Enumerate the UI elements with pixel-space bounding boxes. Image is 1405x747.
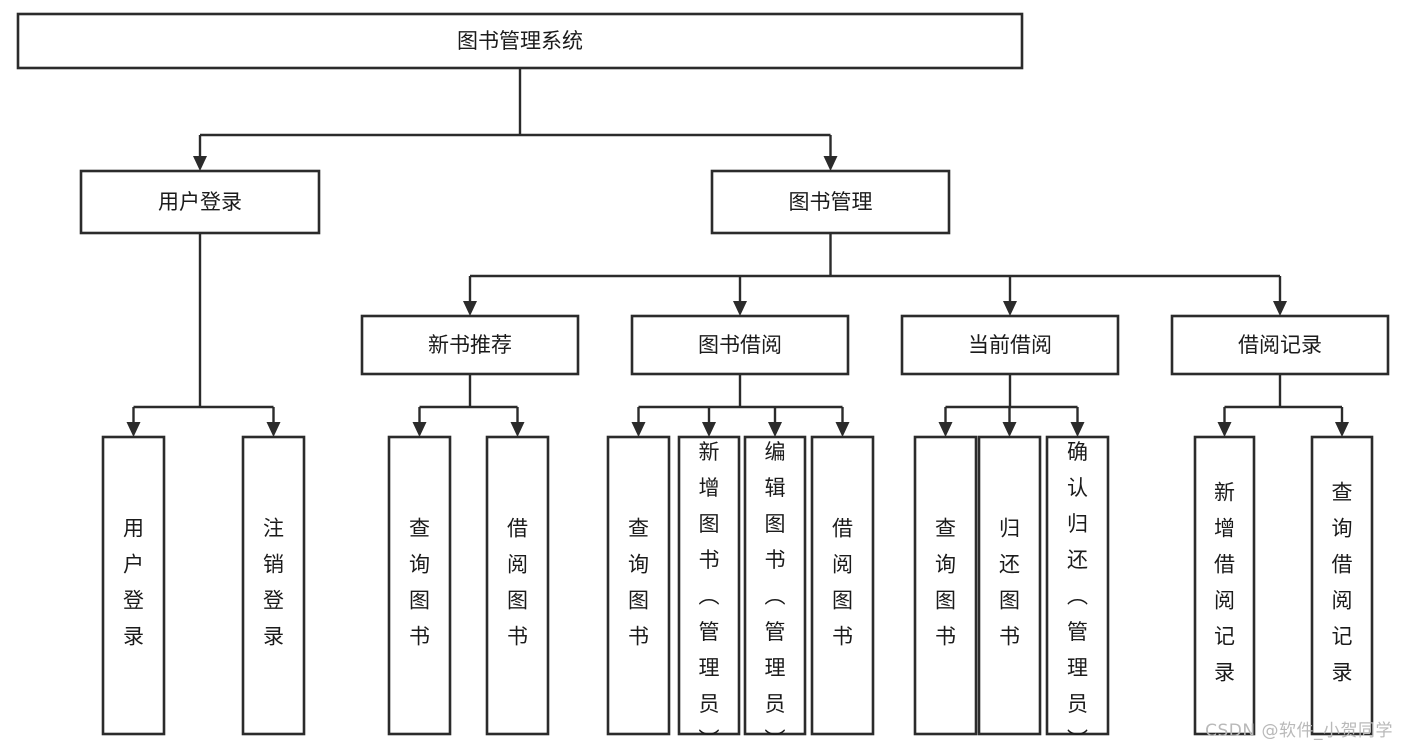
node-current-borrow-label: 当前借阅 <box>968 333 1052 357</box>
node-leaf-borrow-book-2-label: 借阅图书 <box>832 517 853 649</box>
node-leaf-query-book-1-label: 查询图书 <box>409 517 430 649</box>
arrow-head-icon <box>126 422 141 437</box>
arrow-head-icon <box>266 422 281 437</box>
arrow-head-icon <box>193 156 207 171</box>
arrow-head-icon <box>835 422 850 437</box>
arrow-head-icon <box>412 422 427 437</box>
arrow-head-icon <box>733 301 747 316</box>
node-leaf-add-borrow-record[interactable] <box>1193 435 1256 736</box>
arrow-head-icon <box>1003 301 1017 316</box>
node-book-manage[interactable] <box>710 169 951 235</box>
node-leaf-user-login-label: 用户登录 <box>123 517 144 649</box>
arrow-head-icon <box>463 301 477 316</box>
arrow-head-icon <box>1273 301 1287 316</box>
arrow-head-icon <box>1217 422 1232 437</box>
node-root-label: 图书管理系统 <box>457 29 583 53</box>
arrow-head-icon <box>631 422 646 437</box>
node-leaf-query-book-2[interactable] <box>606 435 671 736</box>
node-leaf-query-borrow-record-label: 查询借阅记录 <box>1332 481 1353 685</box>
node-book-manage-label: 图书管理 <box>789 190 873 214</box>
node-leaf-logout-login-label: 注销登录 <box>263 517 284 649</box>
arrow-head-icon <box>1070 422 1085 437</box>
connector-layer <box>126 68 1349 437</box>
arrow-head-icon <box>1002 422 1017 437</box>
node-current-borrow[interactable] <box>900 314 1120 376</box>
node-user-login[interactable] <box>79 169 321 235</box>
arrow-head-icon <box>1335 422 1349 437</box>
node-leaf-confirm-return-admin-label: 确认归还︵管理员︶ <box>1067 440 1088 747</box>
node-leaf-query-book-3-label: 查询图书 <box>935 517 956 649</box>
node-user-login-label: 用户登录 <box>158 190 242 214</box>
node-leaf-borrow-book-2[interactable] <box>810 435 875 736</box>
node-leaf-query-book-3[interactable] <box>913 435 978 736</box>
arrow-head-icon <box>510 422 525 437</box>
arrow-head-icon <box>938 422 953 437</box>
node-leaf-return-book-label: 归还图书 <box>999 517 1020 649</box>
node-leaf-add-borrow-record-label: 新增借阅记录 <box>1214 481 1235 685</box>
node-leaf-edit-book-admin[interactable] <box>743 435 807 736</box>
node-leaf-borrow-book-1-label: 借阅图书 <box>507 517 528 649</box>
arrow-head-icon <box>702 422 716 437</box>
node-leaf-add-book-admin[interactable] <box>677 435 741 736</box>
node-leaf-borrow-book-1[interactable] <box>485 435 550 736</box>
node-leaf-user-login[interactable] <box>101 435 166 736</box>
node-leaf-query-book-1[interactable] <box>387 435 452 736</box>
node-book-borrow[interactable] <box>630 314 850 376</box>
node-leaf-edit-book-admin-label: 编辑图书︵管理员︶ <box>765 440 786 747</box>
node-leaf-query-book-2-label: 查询图书 <box>628 517 649 649</box>
node-book-borrow-label: 图书借阅 <box>698 333 782 357</box>
node-new-book-recommend[interactable] <box>360 314 580 376</box>
node-leaf-add-book-admin-label: 新增图书︵管理员︶ <box>699 440 720 747</box>
node-root[interactable] <box>16 12 1024 70</box>
node-borrow-record-label: 借阅记录 <box>1238 333 1322 357</box>
node-borrow-record[interactable] <box>1170 314 1390 376</box>
arrow-head-icon <box>768 422 782 437</box>
node-leaf-confirm-return-admin[interactable] <box>1045 435 1110 736</box>
node-leaf-query-borrow-record[interactable] <box>1310 435 1374 736</box>
node-leaf-logout-login[interactable] <box>241 435 306 736</box>
arrow-head-icon <box>823 156 838 171</box>
node-leaf-return-book[interactable] <box>977 435 1042 736</box>
node-new-book-recommend-label: 新书推荐 <box>428 333 512 357</box>
node-layer: 图书管理系统用户登录图书管理新书推荐图书借阅当前借阅借阅记录用户登录注销登录查询… <box>16 12 1390 747</box>
